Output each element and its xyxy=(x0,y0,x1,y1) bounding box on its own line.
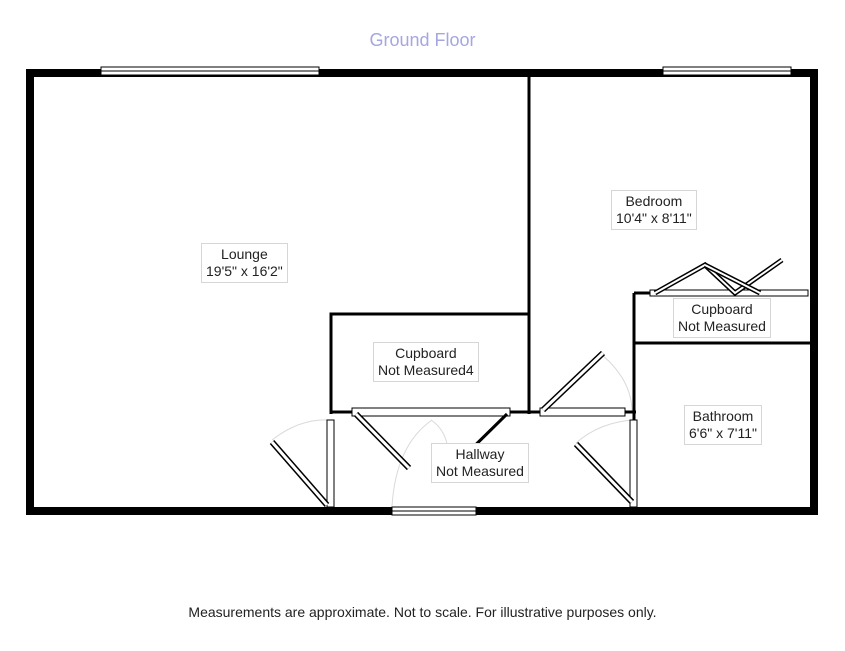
windows xyxy=(100,66,792,76)
lounge-doorway xyxy=(326,419,335,508)
room-name: Hallway xyxy=(455,446,505,462)
door-swing-arcs xyxy=(271,353,635,507)
room-name: Cupboard xyxy=(395,345,457,361)
room-size: Not Measured xyxy=(436,463,524,479)
room-size: 19'5" x 16'2" xyxy=(206,263,283,279)
cupboard-center-doorway xyxy=(351,407,511,417)
room-size: 10'4" x 8'11" xyxy=(616,210,692,226)
bathroom-door-arc xyxy=(575,419,635,444)
room-label-cupboard-center: Cupboard Not Measured4 xyxy=(373,342,479,382)
room-size: Not Measured xyxy=(678,318,766,334)
bifold-cupboard-doors xyxy=(649,257,809,297)
room-label-lounge: Lounge 19'5" x 16'2" xyxy=(201,243,288,283)
disclaimer-footer: Measurements are approximate. Not to sca… xyxy=(188,604,657,620)
cupboard-center-wall xyxy=(329,312,529,414)
room-name: Lounge xyxy=(221,246,268,262)
entrance-door-arc xyxy=(391,419,433,507)
room-size: 6'6" x 7'11" xyxy=(689,425,757,441)
entrance-door xyxy=(391,506,477,516)
room-label-bathroom: Bathroom 6'6" x 7'11" xyxy=(684,405,762,445)
room-label-hallway: Hallway Not Measured xyxy=(431,443,529,483)
room-name: Cupboard xyxy=(691,301,753,317)
doors xyxy=(269,350,638,508)
room-name: Bathroom xyxy=(692,408,754,424)
room-name: Bedroom xyxy=(625,193,683,209)
floor-title: Ground Floor xyxy=(369,30,476,50)
room-label-cupboard-bedroom: Cupboard Not Measured xyxy=(673,298,771,338)
bathroom-doorway xyxy=(629,419,638,508)
bedroom-door-arc xyxy=(600,353,633,413)
bedroom-doorway xyxy=(539,407,626,417)
room-label-bedroom: Bedroom 10'4" x 8'11" xyxy=(611,190,697,230)
lounge-door-arc xyxy=(271,419,331,441)
room-size: Not Measured4 xyxy=(378,362,474,378)
